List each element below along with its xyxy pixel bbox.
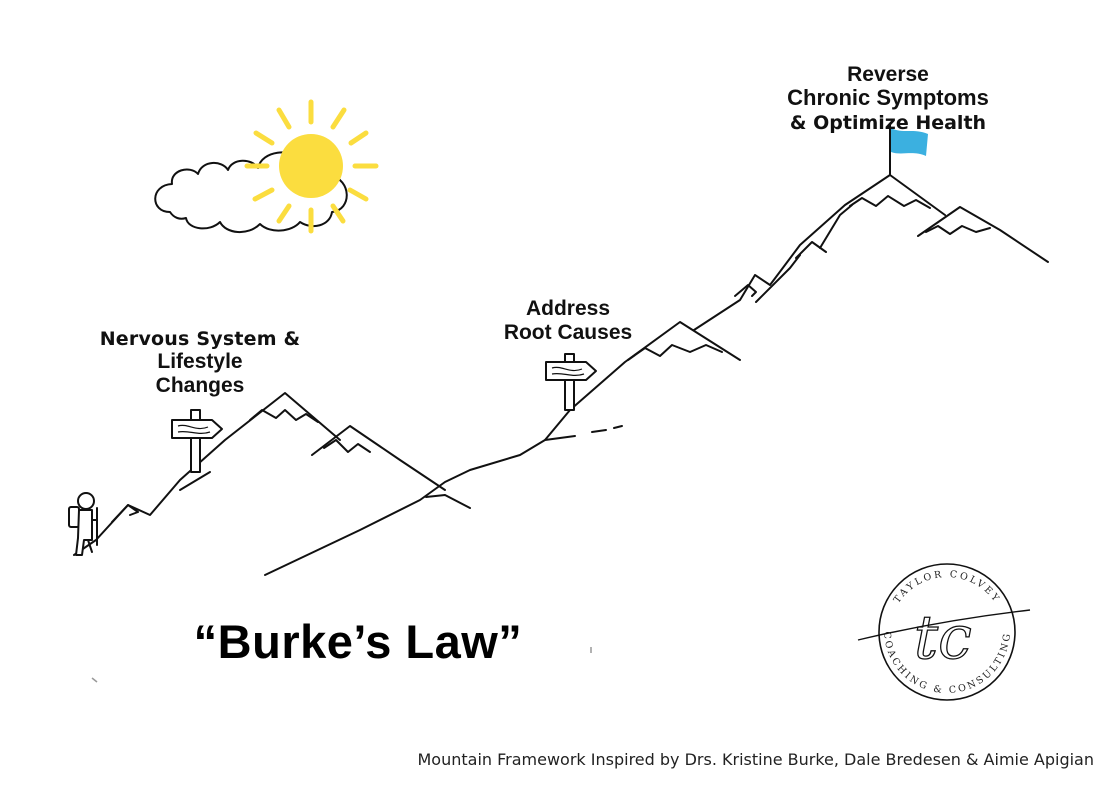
- stray-marks: [91, 647, 592, 683]
- stage-label-line: Nervous System &: [99, 328, 301, 350]
- stage-label-line: Changes: [155, 374, 245, 397]
- page-title: “Burke’s Law”: [193, 615, 523, 668]
- mountain-range: [73, 174, 1049, 576]
- logo-top-text: TAYLOR COLVEY: [892, 569, 1003, 605]
- stage-label-line: & Optimize Health: [789, 112, 987, 134]
- logo-monogram: tc: [914, 603, 972, 673]
- stage-label-root-causes: Address Root Causes: [480, 297, 656, 345]
- sun-icon: [244, 99, 379, 234]
- stage-label-summit: Reverse Chronic Symptoms & Optimize Heal…: [760, 64, 1016, 136]
- stage-label-line: Chronic Symptoms: [787, 85, 989, 110]
- hiker-icon: [68, 492, 98, 556]
- stage-label-line: Root Causes: [503, 321, 633, 344]
- stage-label-line: Address: [525, 297, 611, 320]
- brand-logo: TAYLOR COLVEY COACHING & CONSULTING tc: [857, 563, 1031, 701]
- stage-label-line: Lifestyle: [157, 350, 243, 373]
- signpost-icon: [171, 409, 223, 473]
- flag-icon: [889, 125, 928, 175]
- stage-label-line: Reverse: [847, 63, 929, 86]
- credit-line: Mountain Framework Inspired by Drs. Kris…: [417, 750, 1094, 769]
- signpost-icon: [545, 353, 597, 411]
- stage-label-nervous-system: Nervous System & Lifestyle Changes: [70, 328, 330, 398]
